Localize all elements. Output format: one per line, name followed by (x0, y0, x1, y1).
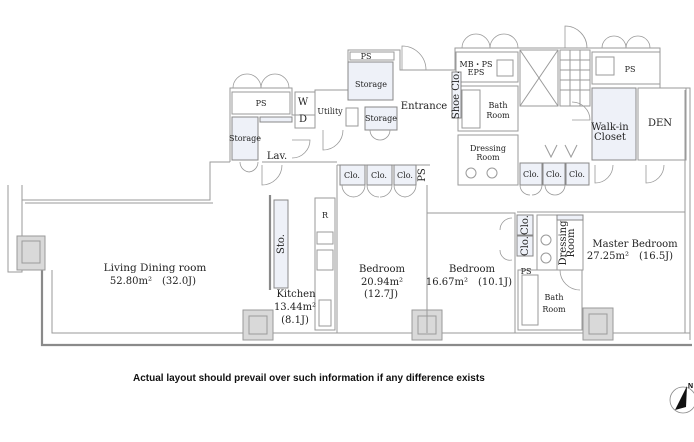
bath-label-2: Room (486, 111, 510, 120)
ps-vertical-label: PS (417, 168, 428, 182)
closet-label: Clo. (520, 215, 531, 235)
compass-n: N (688, 383, 693, 390)
washer-label: W (298, 97, 309, 108)
master-dressing-label-1: Dressing (558, 220, 569, 266)
kitchen-name: Kitchen (276, 289, 316, 300)
closet-label: Clo. (397, 171, 413, 180)
master-dressing-label-2: Room (566, 228, 577, 258)
ps-label: PS (256, 99, 267, 108)
kitchen-area: 13.44m² (274, 302, 316, 313)
north-compass-icon: N (669, 383, 694, 414)
bedroom2-name: Bedroom (449, 264, 495, 275)
dressing-label-2: Room (476, 153, 500, 162)
entrance-label: Entrance (401, 101, 448, 112)
structural-columns (16, 235, 614, 341)
closet-label: Clo. (523, 170, 539, 179)
exterior-walls (7, 47, 692, 347)
storage-label: Storage (355, 80, 387, 89)
storage-label: Storage (229, 134, 261, 143)
bedroom2-area: 16.67m² (10.1J) (426, 277, 512, 288)
kitchen-jo: (8.1J) (281, 315, 309, 326)
bedroom1-jo: (12.7J) (364, 289, 398, 300)
room-labels: Living Dining room 52.80m² (32.0J) Kitch… (104, 52, 679, 326)
den-label: DEN (648, 118, 672, 129)
ps-label: PS (521, 267, 532, 276)
master-bedroom-area: 27.25m² (16.5J) (587, 251, 673, 262)
ps-label: PS (625, 65, 636, 74)
master-bedroom-name: Master Bedroom (592, 239, 678, 250)
bedroom1-name: Bedroom (359, 264, 405, 275)
utility-label: Utility (317, 107, 343, 116)
walkin-label-2: Closet (594, 132, 626, 143)
lav-label: Lav. (267, 151, 287, 162)
closet-label: Clo. (569, 170, 585, 179)
dryer-label: D (299, 114, 307, 125)
closet-label: Clo. (371, 171, 387, 180)
dressing-label-1: Dressing (470, 144, 506, 153)
bath-label-1: Bath (488, 101, 507, 110)
master-bath-label-2: Room (542, 305, 566, 314)
closet-label: Clo. (344, 171, 360, 180)
doors (232, 25, 665, 291)
interior-walls (231, 49, 687, 333)
mbps-label-1: MB・PS (460, 60, 493, 69)
disclaimer-note: Actual layout should prevail over such i… (133, 373, 485, 384)
ps-label: PS (361, 52, 372, 61)
bedroom1-area: 20.94m² (361, 277, 403, 288)
mbps-label-2: EPS (468, 68, 485, 77)
living-room-name: Living Dining room (104, 262, 207, 274)
closet-label: Clo. (546, 170, 562, 179)
living-room-area: 52.80m² (32.0J) (110, 276, 196, 287)
storage-units (231, 61, 590, 289)
shoe-closet-label: Shoe Clo. (451, 71, 462, 119)
kitchen-storage-label: Sto. (276, 234, 287, 254)
closet-label: Clo. (520, 236, 531, 256)
master-bath-label-1: Bath (544, 293, 563, 302)
storage-label: Storage (365, 114, 397, 123)
walkin-label-1: Walk-in (591, 122, 629, 133)
refrigerator-label: R (322, 211, 329, 220)
